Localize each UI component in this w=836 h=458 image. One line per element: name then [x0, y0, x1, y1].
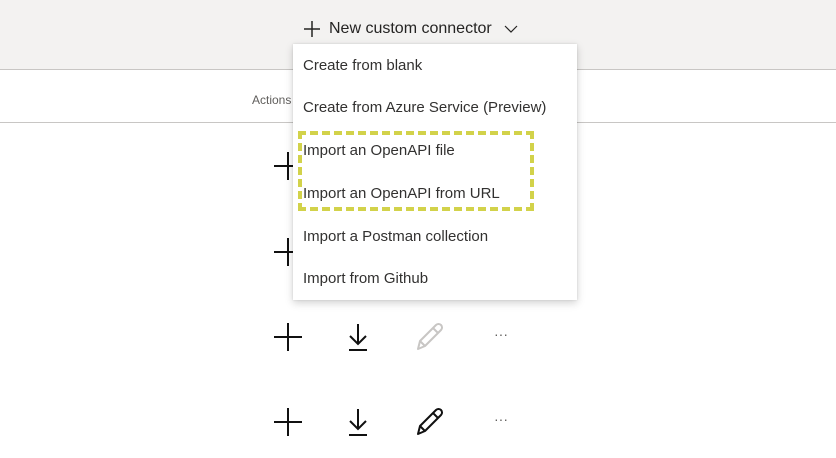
- new-custom-connector-button[interactable]: New custom connector: [303, 20, 518, 38]
- menu-item-import-openapi-file[interactable]: Import an OpenAPI file: [303, 142, 455, 159]
- menu-item-import-postman[interactable]: Import a Postman collection: [303, 228, 489, 245]
- actions-column-header: Actions: [252, 93, 292, 107]
- add-icon[interactable]: [272, 406, 304, 438]
- edit-pencil-icon: [417, 322, 444, 350]
- download-icon[interactable]: [346, 407, 370, 437]
- chevron-down-icon: [504, 25, 518, 33]
- edit-pencil-icon[interactable]: [414, 406, 446, 438]
- menu-item-import-github[interactable]: Import from Github: [303, 270, 429, 287]
- add-icon[interactable]: [272, 321, 304, 353]
- plus-icon: [304, 21, 320, 37]
- menu-item-create-from-blank[interactable]: Create from blank: [303, 57, 423, 74]
- menu-item-create-from-azure-service[interactable]: Create from Azure Service (Preview): [303, 99, 547, 116]
- highlight-box: [298, 131, 534, 211]
- download-icon[interactable]: [346, 322, 370, 352]
- menu-item-import-openapi-url[interactable]: Import an OpenAPI from URL: [303, 185, 500, 202]
- more-options-button[interactable]: ···: [494, 326, 508, 342]
- new-custom-connector-label: New custom connector: [329, 20, 492, 37]
- new-connector-dropdown-menu: Create from blank Create from Azure Serv…: [293, 44, 577, 300]
- more-options-button[interactable]: ···: [494, 411, 508, 427]
